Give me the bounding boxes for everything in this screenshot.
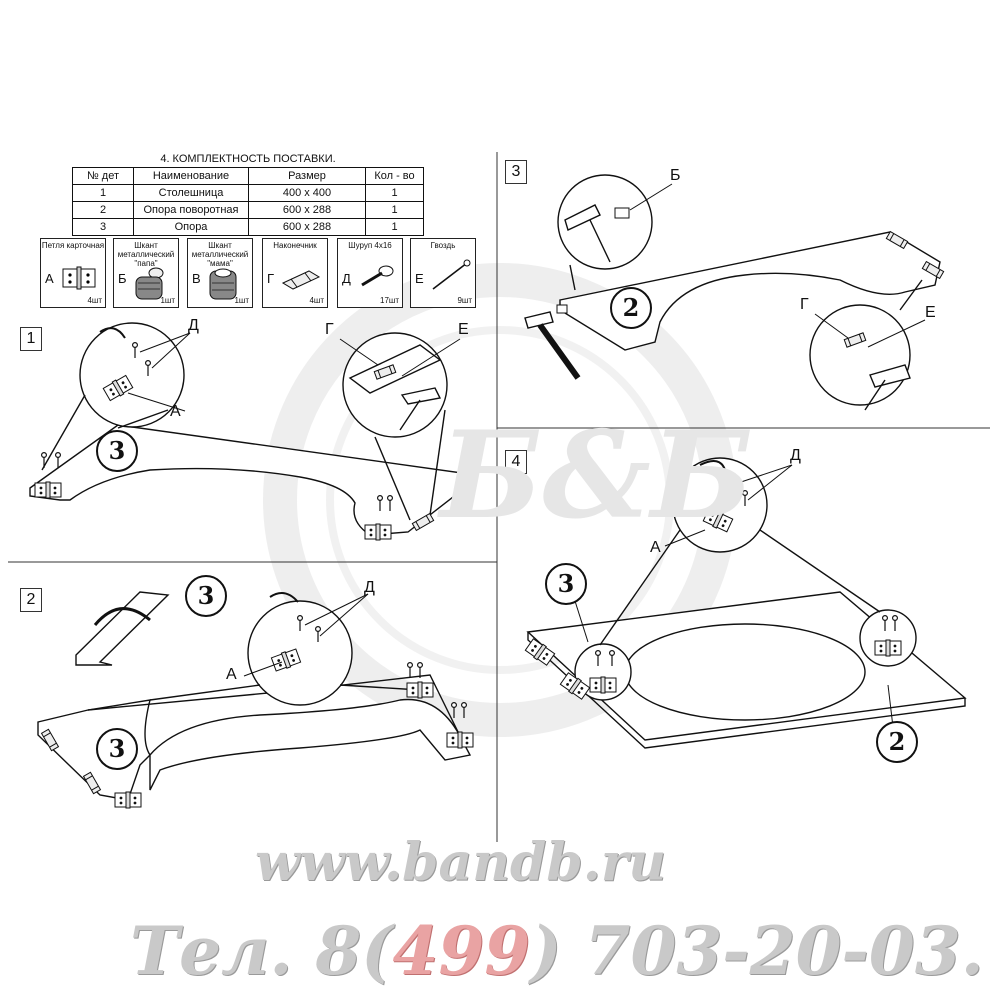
part-number-circle: 3 bbox=[96, 728, 138, 770]
step-4-drawing bbox=[526, 457, 967, 749]
table-cell: 600 х 288 bbox=[248, 218, 366, 236]
part-number-circle: 3 bbox=[96, 430, 138, 472]
part-qty: 4шт bbox=[309, 296, 324, 305]
dowel-male-icon bbox=[135, 267, 164, 300]
callout-label: Д bbox=[188, 317, 199, 334]
table-header-cell: № дет bbox=[72, 167, 134, 185]
part-name: Петля карточная bbox=[41, 241, 105, 250]
watermark-seal-text: Б&Б bbox=[440, 405, 754, 546]
screw-icon bbox=[361, 265, 394, 287]
table-cell: 2 bbox=[72, 201, 134, 219]
part-name: Шуруп 4х16 bbox=[348, 241, 392, 250]
part-screw: Шуруп 4х16 Д 17шт bbox=[337, 238, 403, 308]
callout-label: А bbox=[650, 539, 661, 556]
table-row: 1 Столешница 400 х 400 1 bbox=[72, 184, 424, 202]
table-cell: 1 bbox=[72, 184, 134, 202]
step-1-drawing bbox=[29, 322, 463, 536]
part-letter: Е bbox=[415, 271, 424, 286]
part-number-circle: 2 bbox=[876, 721, 918, 763]
dowel-female-icon bbox=[209, 268, 237, 300]
part-name: Шкант металлический "папа" bbox=[117, 241, 175, 268]
nail-icon bbox=[432, 259, 471, 290]
table-cell: Столешница bbox=[133, 184, 249, 202]
callout-label: Е bbox=[925, 304, 936, 321]
part-tip: Наконечник Г 4шт bbox=[262, 238, 328, 308]
part-nail: Гвоздь Е 9шт bbox=[410, 238, 476, 308]
callout-label: Г bbox=[325, 321, 334, 338]
callout-label: Е bbox=[458, 321, 469, 338]
watermark-phone-prefix: Тел. 8( bbox=[130, 912, 393, 990]
table-row: 3 Опора 600 х 288 1 bbox=[72, 218, 424, 236]
step-2-drawing bbox=[37, 591, 472, 801]
step-3-number: 3 bbox=[505, 160, 527, 184]
table-cell: 600 х 288 bbox=[248, 201, 366, 219]
callout-label: А bbox=[170, 403, 181, 420]
watermark-site: www.bandb.ru bbox=[255, 832, 667, 893]
watermark-phone-suffix: ) 703-20-03. bbox=[530, 912, 984, 990]
table-cell: Опора поворотная bbox=[133, 201, 249, 219]
callout-label: Б bbox=[670, 167, 681, 184]
table-header-row: № дет Наименование Размер Кол - во bbox=[72, 167, 424, 185]
watermark-phone-code: 499 bbox=[392, 912, 531, 990]
part-qty: 9шт bbox=[457, 296, 472, 305]
part-name: Наконечник bbox=[273, 241, 317, 250]
part-qty: 17шт bbox=[380, 296, 399, 305]
table-header-cell: Наименование bbox=[133, 167, 249, 185]
spec-table-title: 4. КОМПЛЕКТНОСТЬ ПОСТАВКИ. bbox=[160, 153, 336, 165]
table-header-cell: Размер bbox=[248, 167, 366, 185]
table-row: 2 Опора поворотная 600 х 288 1 bbox=[72, 201, 424, 219]
hinge-icon bbox=[62, 266, 96, 290]
step-1-number: 1 bbox=[20, 327, 42, 351]
part-letter: Д bbox=[342, 271, 351, 286]
tip-icon bbox=[281, 270, 321, 290]
part-name: Гвоздь bbox=[430, 241, 456, 250]
table-cell: 1 bbox=[365, 184, 424, 202]
part-qty: 4шт bbox=[87, 296, 102, 305]
part-name: Шкант металлический "мама" bbox=[191, 241, 249, 268]
table-cell: 1 bbox=[365, 201, 424, 219]
part-hinge: Петля карточная А 4шт bbox=[40, 238, 106, 308]
part-number-circle: 3 bbox=[545, 563, 587, 605]
part-letter: Г bbox=[267, 271, 275, 286]
part-letter: А bbox=[45, 271, 54, 286]
part-letter: Б bbox=[118, 271, 127, 286]
part-letter: В bbox=[192, 271, 201, 286]
part-dowel-female: Шкант металлический "мама" В 1шт bbox=[187, 238, 253, 308]
table-cell: 1 bbox=[365, 218, 424, 236]
callout-label: Д bbox=[790, 447, 801, 464]
callout-label: Г bbox=[800, 296, 809, 313]
callout-label: А bbox=[226, 666, 237, 683]
table-cell: Опора bbox=[133, 218, 249, 236]
callout-label: Д bbox=[364, 579, 375, 596]
part-qty: 1шт bbox=[234, 296, 249, 305]
table-cell: 3 bbox=[72, 218, 134, 236]
part-dowel-male: Шкант металлический "папа" Б 1шт bbox=[113, 238, 179, 308]
step-2-number: 2 bbox=[20, 588, 42, 612]
part-number-circle: 3 bbox=[185, 575, 227, 617]
step-3-drawing bbox=[524, 174, 941, 411]
spec-table: № дет Наименование Размер Кол - во 1 Сто… bbox=[72, 167, 424, 236]
table-header-cell: Кол - во bbox=[365, 167, 424, 185]
part-number-circle: 2 bbox=[610, 287, 652, 329]
part-qty: 1шт bbox=[160, 296, 175, 305]
step-4-number: 4 bbox=[505, 450, 527, 474]
table-cell: 400 х 400 bbox=[248, 184, 366, 202]
watermark-phone: Тел. 8(499) 703-20-03. bbox=[130, 912, 984, 990]
